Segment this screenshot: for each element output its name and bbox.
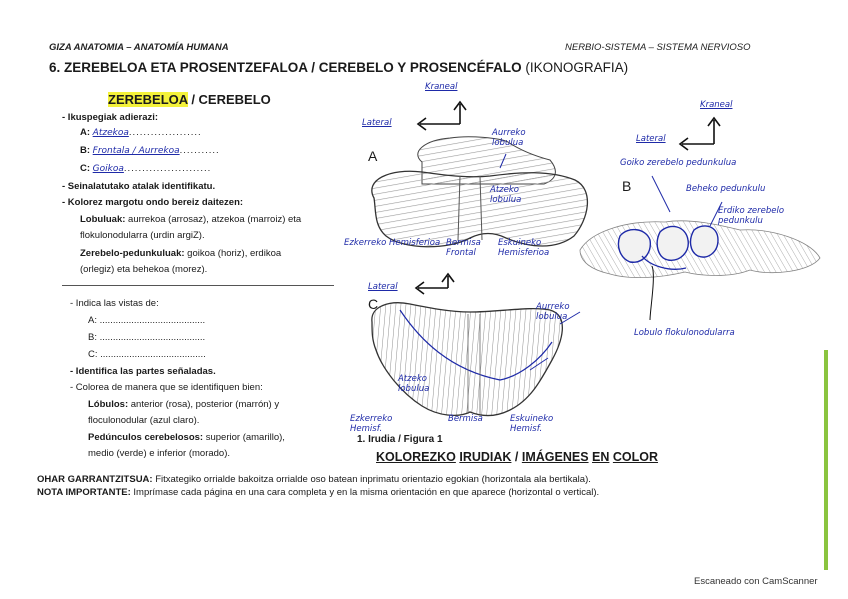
spanish-lobes-line2: floculonodular (azul claro). [88,415,199,426]
note-label: OHAR GARRANTZITSUA: [37,474,153,485]
view-letter: B: [80,145,90,156]
spanish-item3: - Colorea de manera que se identifiquen … [70,382,263,393]
answer-dots: ........................ [124,163,211,174]
spanish-view-c: C: .....................................… [88,349,206,360]
section-highlight: ZEREBELOA [108,92,188,107]
figure-label-b: B [622,178,631,194]
lobes-label: Lóbulos: [88,399,128,410]
view-a-drawing [372,137,588,247]
ped-label: Zerebelo-pedunkuluak: [80,248,185,259]
view-b-drawing [580,221,820,320]
handwritten-answer: Goikoa [93,164,124,174]
ped-text: superior (amarillo), [203,432,285,443]
scanner-watermark: Escaneado con CamScanner [694,576,818,587]
ped-text: goikoa (horiz), erdikoa [185,248,282,259]
note-label: NOTA IMPORTANTE: [37,487,131,498]
basque-view-c: C: Goikoa........................ [80,163,211,174]
header-left: GIZA ANATOMIA – ANATOMÍA HUMANA [49,42,229,53]
figure-label-c: C [368,296,378,312]
basque-views-label: - Ikuspegiak adierazi: [62,112,158,123]
page-title: 6. ZEREBELOA ETA PROSENTZEFALOA / CEREBE… [49,60,628,75]
hand-b-lateral: Lateral [636,134,666,144]
hand-c-lateral: Lateral [368,282,398,292]
hand-c-right-hem: Eskuineko Hemisf. [510,414,586,434]
figure-label-a: A [368,148,377,164]
spanish-view-b: B: .....................................… [88,332,205,343]
handwritten-answer: Frontala / Aurrekoa [93,146,180,156]
basque-lobes-line2: flokulonodularra (urdin argiZ). [80,230,205,241]
hand-a-left-hem: Ezkerreko Hemisferioa [344,238,444,248]
basque-lobes-line1: Lobuluak: aurrekoa (arrosaz), atzekoa (m… [80,214,301,225]
view-letter: B: [88,332,97,343]
view-letter: A: [88,315,97,326]
hand-b-beheko: Beheko pedunkulu [686,184,765,194]
answer-dots: ........................................ [100,332,206,343]
note-spanish: NOTA IMPORTANTE: Imprímase cada página e… [37,487,599,498]
answer-dots: ........................................ [100,349,206,360]
hand-b-erdiko: Erdiko zerebelo pedunkulu [718,206,818,226]
heading-word: IMÁGENES [522,450,589,464]
spanish-view-a: A: .....................................… [88,315,205,326]
hand-b-kraneal: Kraneal [700,100,732,110]
basque-item2: - Seinalatutako atalak identifikatu. [62,181,215,192]
spanish-ped-line1: Pedúnculos cerebelosos: superior (amaril… [88,432,285,443]
hand-b-lobulo: Lobulo flokulonodularra [634,328,764,339]
hand-c-left-hem: Ezkerreko Hemisf. [350,414,418,434]
spanish-lobes-line1: Lóbulos: anterior (rosa), posterior (mar… [88,399,279,410]
title-number: 6. [49,60,60,75]
figure-caption: 1. Irudia / Figura 1 [357,434,443,445]
hand-c-atzeko: Atzeko lobulua [398,374,454,394]
hand-b-goiko: Goiko zerebelo pedunkulua [620,158,780,168]
hand-a-right-hem: Eskuineko Hemisferioa [498,238,590,258]
view-letter: A: [80,127,90,138]
lobes-text: anterior (rosa), posterior (marrón) y [128,399,279,410]
spanish-ped-line2: medio (verde) e inferior (morado). [88,448,230,459]
view-letter: C: [88,349,98,360]
spanish-item2: - Identifica las partes señaladas. [70,366,216,377]
spanish-views-label: - Indica las vistas de: [70,298,159,309]
heading-word: KOLOREZKO [376,450,456,464]
basque-view-b: B: Frontala / Aurrekoa........... [80,145,220,156]
hand-a-kraneal: Kraneal [425,82,457,92]
heading-word: IRUDIAK [459,450,511,464]
hand-c-bermisa: Bermisa [448,414,483,424]
lobes-label: Lobuluak: [80,214,125,225]
divider [62,285,334,286]
heading-separator: / [511,450,521,464]
hand-a-atzeko: Atzeko lobulua [490,185,540,205]
answer-dots: ........... [180,145,220,156]
ped-label: Pedúnculos cerebelosos: [88,432,203,443]
section-heading: ZEREBELOA / CEREBELO [108,92,271,107]
section-rest: / CEREBELO [188,92,271,107]
color-heading: KOLOREZKO IRUDIAK / IMÁGENES EN COLOR [376,450,658,464]
heading-word: COLOR [613,450,658,464]
title-suffix: (IKONOGRAFIA) [525,60,628,75]
answer-dots: ........................................ [100,315,206,326]
hand-a-aurreko: Aurreko lobulua [492,128,550,148]
basque-ped-line2: (orlegiz) eta behekoa (morez). [80,264,207,275]
basque-item3: - Kolorez margotu ondo bereiz daitezen: [62,197,243,208]
hand-a-bermisa: Bermisa Frontal [446,238,498,258]
title-main: ZEREBELOA ETA PROSENTZEFALOA / CEREBELO … [64,60,522,75]
answer-dots: .................... [129,127,202,138]
note-basque: OHAR GARRANTZITSUA: Fitxategiko orrialde… [37,474,591,485]
lobes-text: aurrekoa (arrosaz), atzekoa (marroiz) et… [125,214,301,225]
basque-view-a: A: Atzekoa.................... [80,127,202,138]
scan-edge-strip [824,350,828,570]
view-c-drawing [372,303,562,416]
view-letter: C: [80,163,90,174]
heading-word: EN [592,450,609,464]
hand-a-lateral: Lateral [362,118,392,128]
hand-c-aurreko: Aurreko lobulua [536,302,592,322]
basque-ped-line1: Zerebelo-pedunkuluak: goikoa (horiz), er… [80,248,281,259]
cerebellum-figure [330,80,830,450]
note-text: Imprímase cada página en una cara comple… [131,487,599,498]
note-text: Fitxategiko orrialde bakoitza orrialde o… [153,474,591,485]
header-right: NERBIO-SISTEMA – SISTEMA NERVIOSO [565,42,750,53]
handwritten-answer: Atzekoa [93,128,129,138]
